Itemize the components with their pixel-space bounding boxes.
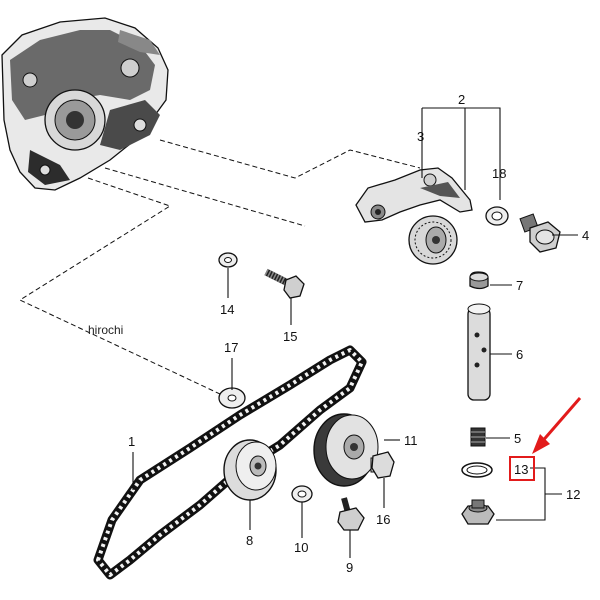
label-part-11: 11 xyxy=(404,433,418,448)
o-ring-13-illustration xyxy=(461,462,493,478)
label-part-17: 17 xyxy=(224,340,238,355)
label-part-5: 5 xyxy=(514,431,521,446)
highlight-box xyxy=(509,456,535,481)
label-part-1: 1 xyxy=(128,434,135,449)
label-part-4: 4 xyxy=(582,228,589,243)
label-part-2: 2 xyxy=(458,92,465,107)
label-part-8: 8 xyxy=(246,533,253,548)
label-part-12: 12 xyxy=(566,487,580,502)
washer-10-illustration xyxy=(291,485,313,503)
cap-7-illustration xyxy=(469,271,489,290)
callout-labels: 1 2 3 4 5 6 7 8 9 10 11 12 13 14 15 16 1… xyxy=(88,92,589,575)
washer-17-illustration xyxy=(218,387,246,409)
label-part-3: 3 xyxy=(417,129,424,144)
label-part-14: 14 xyxy=(220,302,234,317)
washer-14-illustration xyxy=(218,252,238,268)
label-part-10: 10 xyxy=(294,540,308,555)
plug-12-illustration xyxy=(461,499,495,525)
label-part-16: 16 xyxy=(376,512,390,527)
tensioner-arm-illustration xyxy=(355,167,473,265)
label-part-6: 6 xyxy=(516,347,523,362)
label-part-9: 9 xyxy=(346,560,353,575)
highlight-annotation xyxy=(509,397,582,481)
bolt-16-illustration xyxy=(370,451,395,479)
label-part-15: 15 xyxy=(283,329,297,344)
washer-18-illustration xyxy=(485,206,509,226)
label-part-13: 13 xyxy=(514,462,528,477)
chain-illustration xyxy=(93,345,367,580)
label-part-18: 18 xyxy=(492,166,506,181)
guide-roller-8-illustration xyxy=(223,439,277,501)
leader-lines xyxy=(132,107,578,558)
label-part-7: 7 xyxy=(516,278,523,293)
pushrod-6-illustration xyxy=(467,303,491,401)
spring-5-illustration xyxy=(470,427,486,447)
highlight-arrow-head xyxy=(532,434,550,454)
sprocket-roller-11-illustration xyxy=(313,413,379,487)
bolt-9-illustration xyxy=(337,497,365,531)
bolt-15-illustration xyxy=(264,268,305,299)
watermark-text: hirochi xyxy=(88,323,123,337)
reference-lines xyxy=(18,139,421,395)
bolt-4-illustration xyxy=(519,213,561,253)
crankcase-illustration xyxy=(1,17,169,191)
highlight-arrow-shaft xyxy=(538,397,582,445)
